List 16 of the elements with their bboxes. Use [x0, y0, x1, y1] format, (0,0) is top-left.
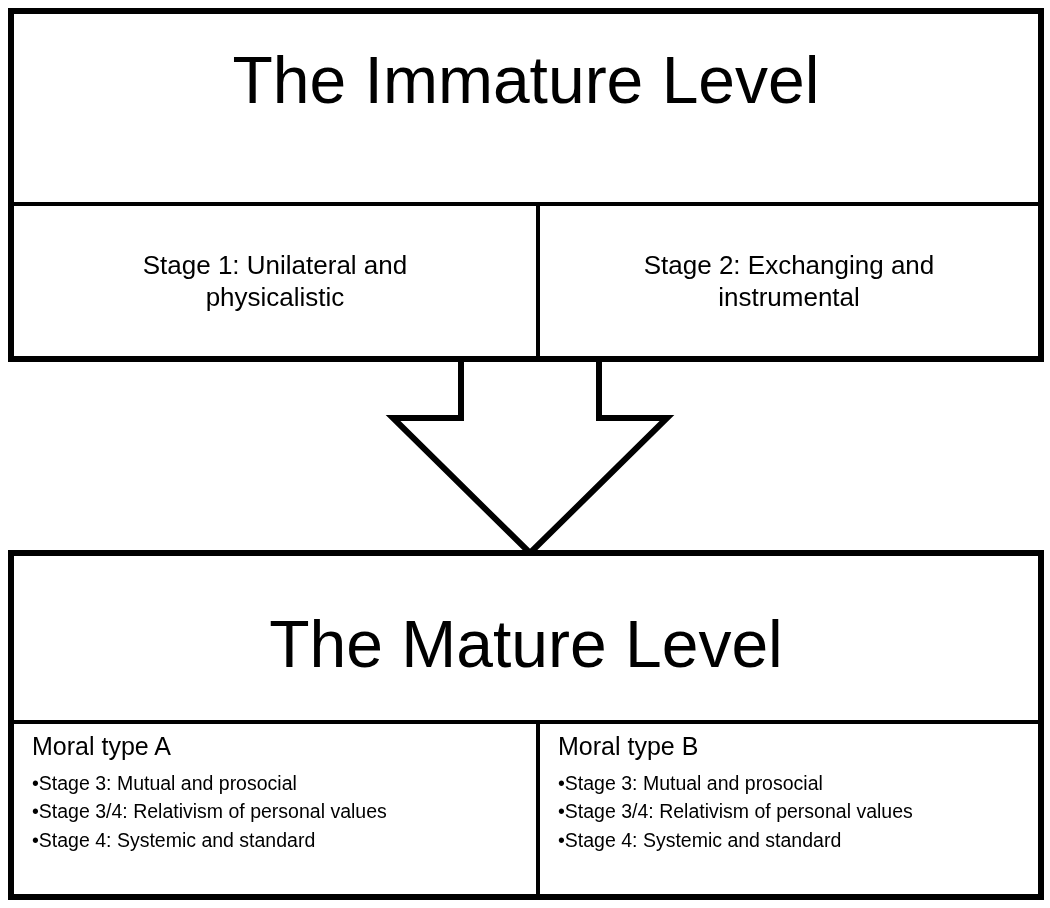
- stage-item: •Stage 3/4: Relativism of personal values: [32, 799, 388, 825]
- stage-item: •Stage 3/4: Relativism of personal values: [558, 799, 914, 825]
- stage-item: •Stage 3: Mutual and prosocial: [32, 771, 298, 796]
- stage-box: [536, 202, 1038, 356]
- level-heading: The Immature Level: [231, 42, 821, 118]
- moral-type-heading: Moral type B: [558, 732, 700, 761]
- stage-item: •Stage 4: Systemic and standard: [32, 827, 317, 853]
- stage-label: Stage 1: Unilateral and physicalistic: [141, 248, 409, 314]
- level-heading: The Mature Level: [268, 606, 784, 682]
- level-box: [8, 550, 1044, 900]
- stage-item: •Stage 3: Mutual and prosocial: [558, 771, 824, 796]
- stage-item: •Stage 4: Systemic and standard: [558, 827, 843, 853]
- level-box: [8, 8, 1044, 362]
- stage-label: Stage 2: Exchanging and instrumental: [642, 248, 936, 314]
- moral-type-box: [536, 720, 1038, 894]
- moral-type-heading: Moral type A: [32, 732, 172, 761]
